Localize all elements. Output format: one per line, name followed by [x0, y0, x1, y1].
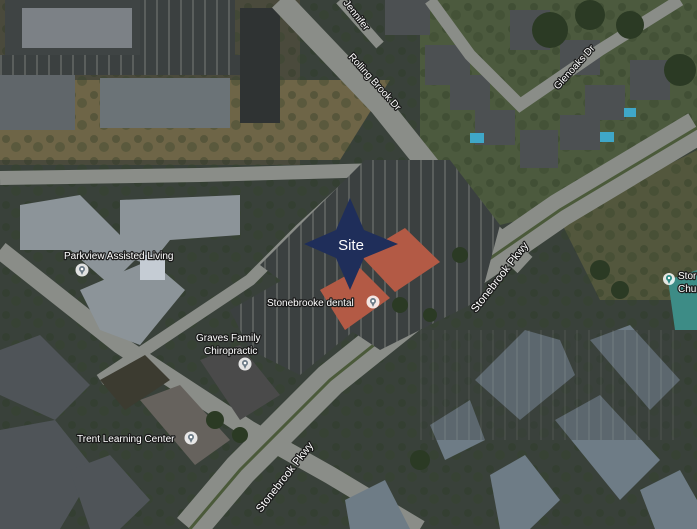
- pool: [624, 108, 636, 117]
- poi-graves-family-chiropractic[interactable]: Graves Family Chiropractic: [195, 332, 262, 371]
- apartment-building: [240, 8, 280, 123]
- parking-lot: [230, 270, 355, 375]
- tree-cover: [206, 0, 696, 470]
- poi-label-line2: Chu: [678, 284, 696, 295]
- apartment-building: [0, 335, 150, 529]
- parkview-building: [20, 195, 240, 345]
- courtyard: [140, 255, 165, 280]
- poi-stonebrooke-dental[interactable]: Stonebrooke dental: [266, 295, 380, 310]
- pool: [470, 133, 484, 143]
- chiropractic-building: [200, 345, 280, 420]
- road-label-stonebrook-sw: Stonebrook Pkwy: [254, 440, 316, 515]
- apartment-building: [100, 78, 230, 128]
- location-pin-icon: [238, 357, 252, 371]
- location-pin-icon: [366, 295, 380, 309]
- location-pin-icon: [184, 431, 198, 445]
- road-label-rolling-brook: Rolling Brook Dr: [346, 52, 403, 114]
- road-label-jennifer: Jennifer: [341, 0, 372, 33]
- poi-label: Trent Learning Center: [77, 434, 175, 445]
- church-roof: [668, 270, 697, 330]
- poi-stonebrook-church[interactable]: Stor Chu: [663, 270, 697, 296]
- road-label-glenoaks: Glenoaks Dr: [552, 43, 598, 92]
- location-pin-icon: [663, 273, 675, 285]
- apartment-building: [0, 75, 75, 130]
- poi-label-line1: Stor: [678, 271, 697, 282]
- poi-parkview-assisted-living[interactable]: Parkview Assisted Living: [63, 250, 175, 277]
- learning-center-building: [140, 385, 230, 465]
- location-pin-icon: [75, 263, 89, 277]
- site-star-icon: [304, 198, 398, 290]
- poi-trent-learning-center[interactable]: Trent Learning Center: [76, 431, 198, 446]
- poi-label-line1: Graves Family: [196, 333, 260, 344]
- poi-label: Parkview Assisted Living: [64, 251, 174, 262]
- site-label: Site: [338, 237, 364, 254]
- site-marker[interactable]: Site: [304, 198, 398, 290]
- road-label-stonebrook-ne: Stonebrook Pkwy: [469, 240, 531, 315]
- poi-label: Stonebrooke dental: [267, 298, 354, 309]
- poi-label-line2: Chiropractic: [204, 346, 257, 357]
- apartment-building: [22, 8, 132, 48]
- pool: [600, 132, 614, 142]
